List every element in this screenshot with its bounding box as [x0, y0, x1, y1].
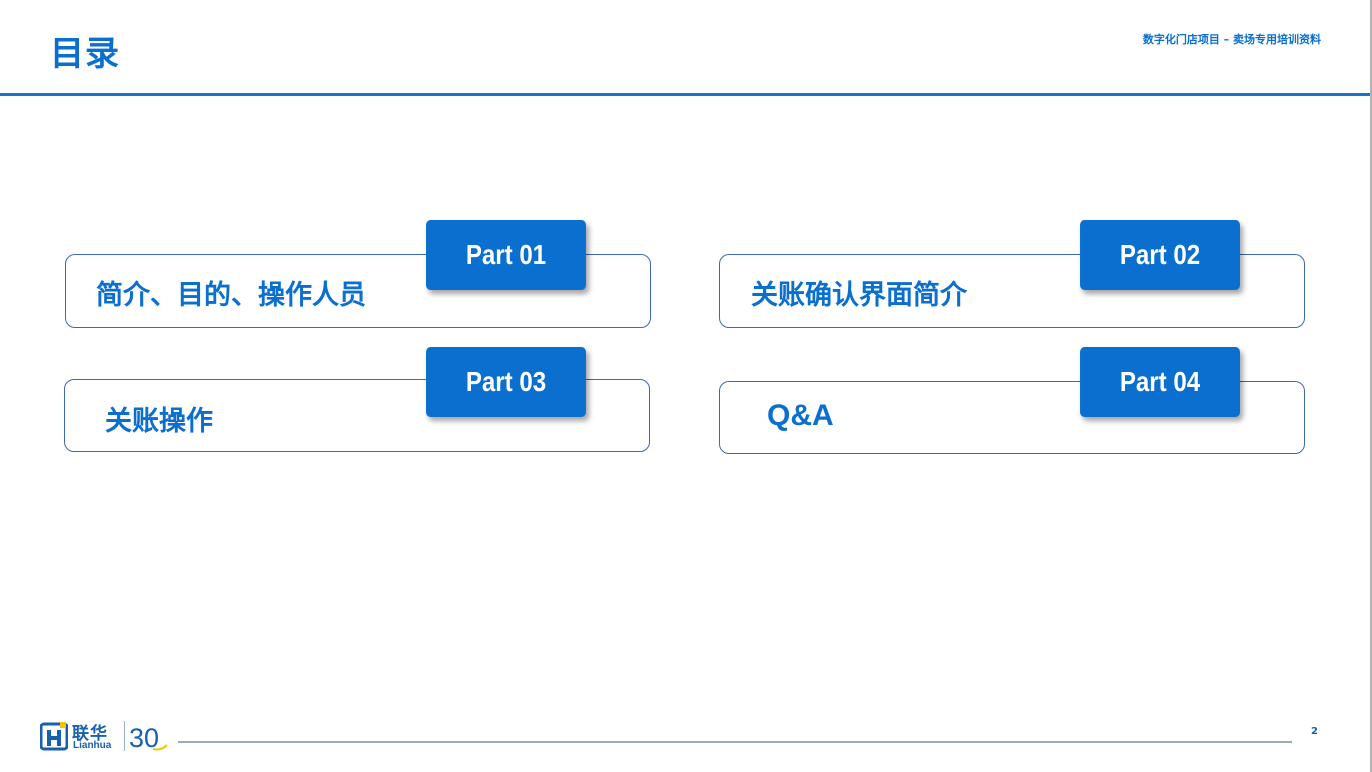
anniversary-30-icon: 30	[129, 723, 168, 753]
toc-badge-3-text: Part 03	[465, 366, 547, 397]
header-divider	[0, 93, 1372, 96]
logo-name-en: Lianhua	[73, 740, 112, 751]
toc-card-2-label: 关账确认界面简介	[751, 280, 967, 311]
logo-separator	[124, 721, 125, 751]
toc-badge-3[interactable]: Part 03	[426, 347, 586, 417]
toc-badge-1-text: Part 01	[465, 239, 547, 270]
page-title: 目录	[50, 34, 120, 74]
anniversary-number: 30	[129, 723, 159, 753]
slide-edge	[1370, 0, 1372, 772]
footer-divider	[178, 741, 1292, 743]
logo-name-cn: 联华	[72, 724, 108, 744]
toc-card-1-label: 简介、目的、操作人员	[96, 280, 366, 311]
toc-badge-2-text: Part 02	[1119, 239, 1201, 270]
page-subtitle: 数字化门店项目 – 卖场专用培训资料	[1142, 33, 1321, 46]
toc-card-4-label: Q&A	[767, 399, 834, 432]
toc-badge-4-text: Part 04	[1119, 366, 1201, 397]
page-number: 2	[1311, 726, 1318, 737]
lianhua-logo: 联华 Lianhua 30	[40, 719, 170, 753]
lianhua-logo-icon	[40, 722, 68, 751]
toc-badge-1[interactable]: Part 01	[426, 220, 586, 290]
toc-card-3-label: 关账操作	[105, 406, 213, 437]
toc-badge-2[interactable]: Part 02	[1080, 220, 1240, 290]
toc-badge-4[interactable]: Part 04	[1080, 347, 1240, 417]
